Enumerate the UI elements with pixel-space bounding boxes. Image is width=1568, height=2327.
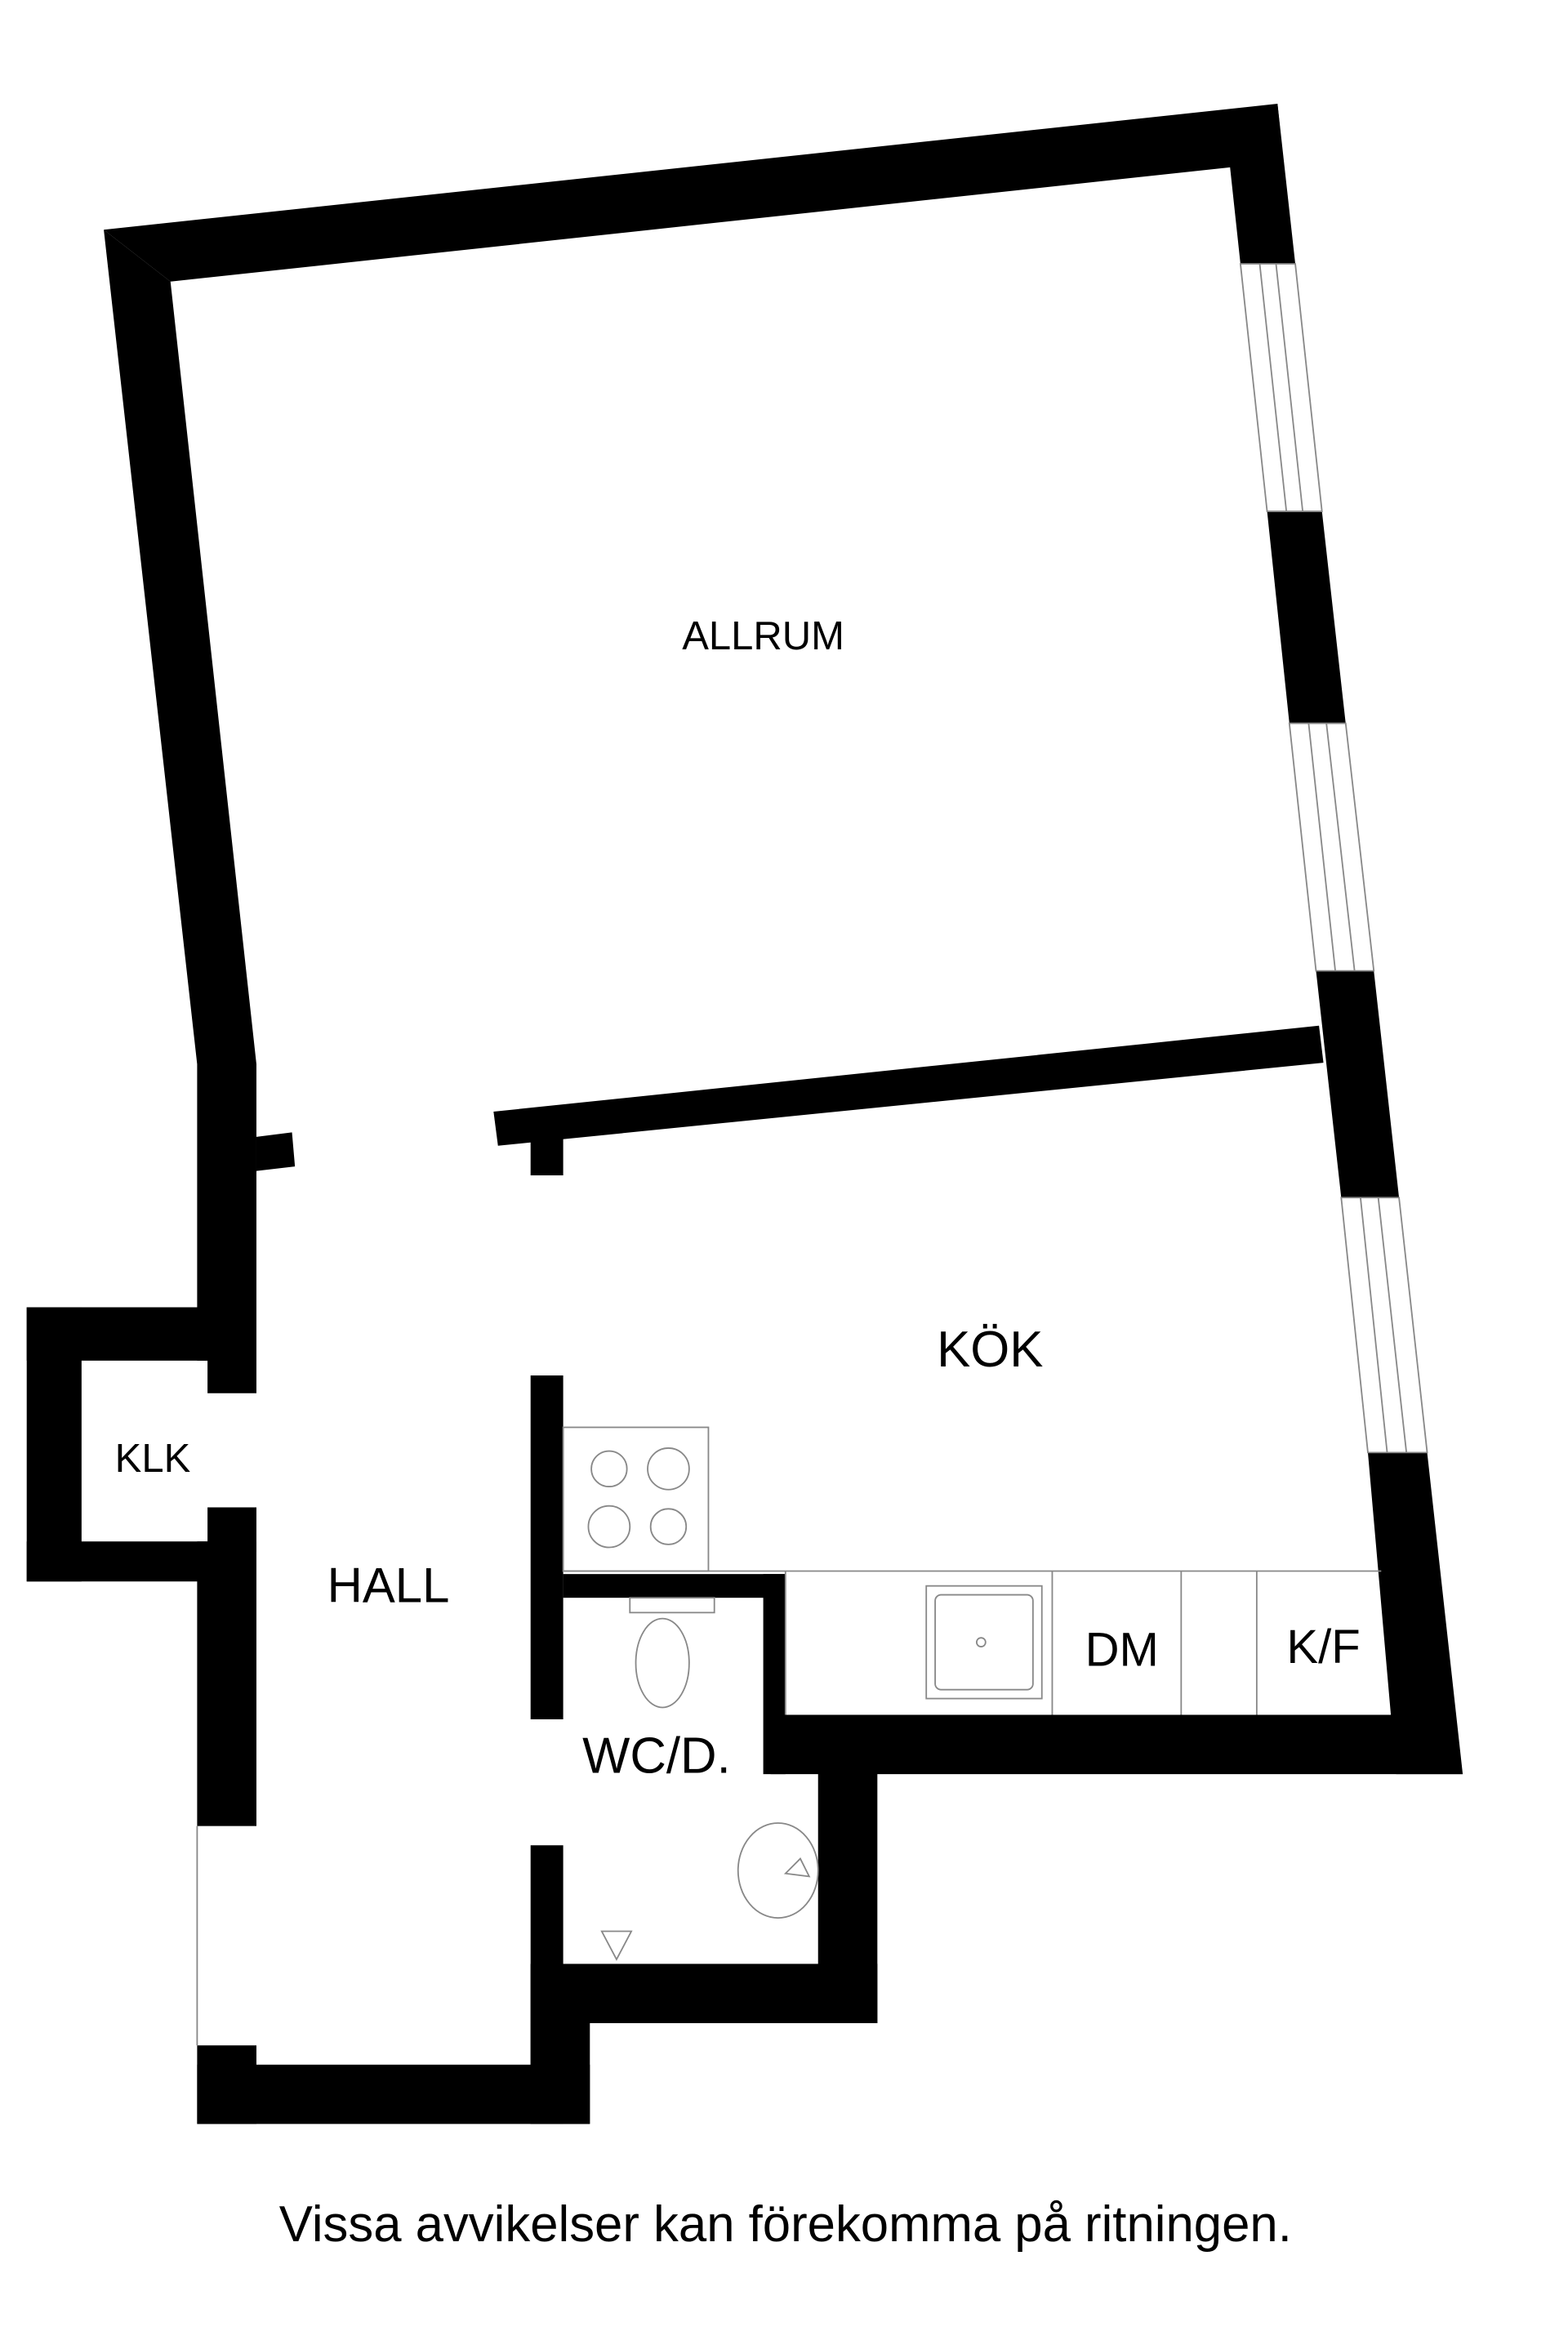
room-label-klk: KLK [115,1437,191,1481]
right-wall-seg-4 [1367,1452,1463,1775]
burner-icon [647,1447,690,1491]
top-wall [104,104,1284,282]
kitchen-bottom-wall [770,1714,1463,1775]
hall-left-wall-lower [197,1541,256,1826]
burner-icon [587,1505,631,1549]
fixture-label-dishwasher: DM [1085,1624,1159,1677]
room-label-wc: WC/D. [582,1727,731,1784]
toilet-tank [629,1597,715,1614]
room-label-allrum: ALLRUM [682,614,844,658]
burner-icon [590,1450,628,1488]
klk-door-stub [207,1507,256,1552]
right-wall-seg-1 [1230,104,1296,265]
hall-stub [256,1132,296,1171]
bathroom-fixtures [600,1597,819,1961]
kitchen-fixtures [562,1426,1382,1715]
window-1 [1239,263,1323,512]
walls [26,104,1463,2124]
wc-top-wall [563,1574,786,1598]
klk-left-wall [26,1307,82,1582]
room-label-kok: KÖK [937,1322,1043,1378]
left-wall-upper [104,230,256,1393]
windows [1239,263,1428,1454]
sink [925,1585,1043,1700]
klk-bottom-wall [26,1541,208,1582]
window-3 [1340,1197,1428,1454]
room-label-hall: HALL [327,1558,450,1613]
fixture-label-fridge-freezer: K/F [1286,1620,1360,1674]
right-wall-seg-3 [1316,970,1400,1198]
footnote: Vissa avvikelser kan förekomma på ritnin… [279,2196,1292,2253]
drain-icon [975,1637,987,1647]
hall-bottom-wall [197,2064,590,2124]
wc-top-wall-right [763,1574,786,1775]
hall-kitchen-wall [530,1375,564,1719]
allrum-kitchen-wall [493,1025,1324,1146]
labels: ALLRUM KÖK KLK HALL WC/D. DM K/F Vissa a… [115,614,1361,2253]
floor-drain-icon [600,1930,633,1961]
sink-basin-icon [737,1822,819,1919]
right-wall-seg-2 [1267,511,1346,724]
toilet-icon [635,1617,690,1709]
burner-icon [649,1508,688,1545]
kitchen-wall-stub [530,1134,564,1176]
wc-bottom-step [530,2022,590,2124]
stove [562,1426,710,1572]
